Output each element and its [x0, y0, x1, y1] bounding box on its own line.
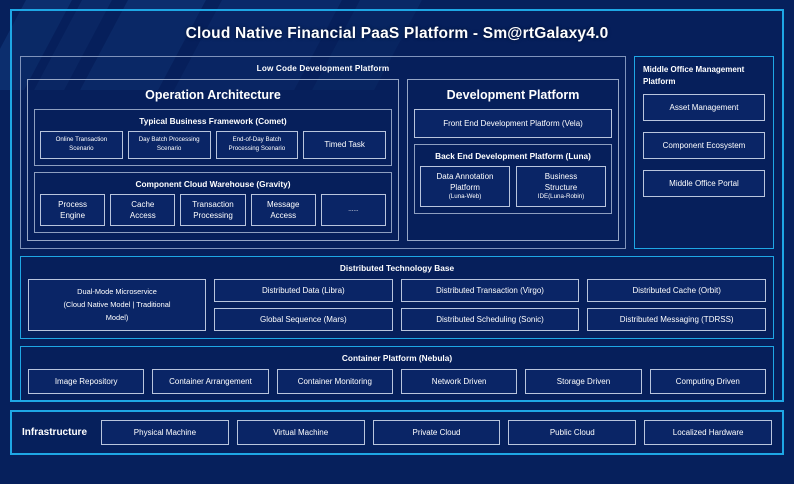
dtb-cell-distributed-data[interactable]: Distributed Data (Libra): [214, 279, 393, 303]
dtb-cell-global-sequence[interactable]: Global Sequence (Mars): [214, 308, 393, 332]
front-end-development-platform[interactable]: Front End Development Platform (Vela): [414, 109, 612, 138]
dtb-column-2: Distributed Transaction (Virgo) Distribu…: [400, 279, 580, 332]
container-platform-item-storage-driven[interactable]: Storage Driven: [525, 369, 642, 395]
typical-business-framework-group: Typical Business Framework (Comet) Onlin…: [34, 109, 392, 166]
middle-office-title: Middle Office Management Platform: [643, 65, 745, 86]
page-title: Cloud Native Financial PaaS Platform - S…: [185, 25, 609, 42]
development-platform-panel: Development Platform Front End Developme…: [407, 79, 619, 242]
typical-business-framework-title: Typical Business Framework (Comet): [139, 116, 287, 126]
distributed-technology-base-title: Distributed Technology Base: [339, 263, 455, 274]
operation-architecture-title: Operation Architecture: [145, 88, 281, 102]
infrastructure-item-private-cloud[interactable]: Private Cloud: [372, 420, 501, 445]
infrastructure-item-public-cloud[interactable]: Public Cloud: [508, 420, 637, 445]
middle-office-item-component-ecosystem[interactable]: Component Ecosystem: [643, 132, 765, 160]
chip-cache-access[interactable]: Cache Access: [110, 193, 176, 227]
chip-more-ellipsis[interactable]: ......: [320, 193, 387, 227]
container-platform-item-container-arrangement[interactable]: Container Arrangement: [152, 369, 269, 395]
chip-message-access[interactable]: Message Access: [250, 193, 316, 227]
chip-data-annotation-platform[interactable]: Data Annotation Platform (Luna-Web): [420, 166, 510, 208]
chip-process-engine[interactable]: Process Engine: [40, 193, 106, 227]
low-code-development-platform-panel: Low Code Development Platform Operation …: [20, 56, 626, 250]
back-end-development-platform-group: Back End Development Platform (Luna) Dat…: [414, 144, 612, 215]
back-end-development-platform-title: Back End Development Platform (Luna): [435, 151, 591, 161]
dtb-cell-distributed-messaging[interactable]: Distributed Messaging (TDRSS): [587, 308, 767, 332]
infrastructure-label: Infrastructure: [22, 427, 88, 438]
operation-architecture-panel: Operation Architecture Typical Business …: [27, 79, 399, 242]
chip-online-transaction-scenario[interactable]: Online Transaction Scenario: [40, 131, 123, 159]
top-region: Low Code Development Platform Operation …: [20, 56, 774, 250]
dtb-cell-distributed-transaction[interactable]: Distributed Transaction (Virgo): [400, 279, 580, 303]
middle-office-item-middle-office-portal[interactable]: Middle Office Portal: [643, 170, 765, 198]
dtb-column-3: Distributed Cache (Orbit) Distributed Me…: [587, 279, 767, 332]
middle-office-management-platform-panel: Middle Office Management Platform Asset …: [634, 56, 774, 250]
low-code-platform-caption: Low Code Development Platform: [256, 64, 390, 73]
component-cloud-warehouse-title: Component Cloud Warehouse (Gravity): [135, 178, 291, 189]
container-platform-item-container-monitoring[interactable]: Container Monitoring: [276, 369, 393, 395]
infrastructure-item-virtual-machine[interactable]: Virtual Machine: [236, 420, 365, 445]
dtb-column-1: Distributed Data (Libra) Global Sequence…: [214, 279, 393, 332]
container-platform-item-computing-driven[interactable]: Computing Driven: [649, 369, 766, 395]
chip-timed-task[interactable]: Timed Task: [303, 131, 386, 159]
dtb-dual-mode-microservice[interactable]: Dual-Mode Microservice (Cloud Native Mod…: [28, 279, 206, 332]
container-platform-item-network-driven[interactable]: Network Driven: [400, 369, 518, 395]
platform-main-frame: Cloud Native Financial PaaS Platform - S…: [10, 9, 784, 403]
chip-business-structure-ide[interactable]: Business Structure IDE(Luna-Robin): [516, 166, 606, 208]
chip-end-of-day-batch-processing-scenario[interactable]: End-of-Day Batch Processing Scenario: [215, 131, 299, 159]
development-platform-title: Development Platform: [446, 88, 580, 102]
dtb-cell-distributed-cache[interactable]: Distributed Cache (Orbit): [587, 279, 767, 303]
distributed-technology-base-band: Distributed Technology Base Dual-Mode Mi…: [20, 256, 774, 340]
container-platform-band: Container Platform (Nebula) Image Reposi…: [20, 346, 774, 403]
infrastructure-item-localized-hardware[interactable]: Localized Hardware: [644, 420, 772, 445]
component-cloud-warehouse-group: Component Cloud Warehouse (Gravity) Proc…: [34, 171, 392, 234]
container-platform-title: Container Platform (Nebula): [341, 353, 453, 364]
middle-office-item-asset-management[interactable]: Asset Management: [643, 94, 765, 122]
chip-day-batch-processing-scenario[interactable]: Day Batch Processing Scenario: [127, 131, 211, 159]
chip-transaction-processing[interactable]: Transaction Processing: [180, 193, 246, 227]
container-platform-item-image-repository[interactable]: Image Repository: [28, 369, 145, 395]
dtb-cell-distributed-scheduling[interactable]: Distributed Scheduling (Sonic): [400, 308, 580, 332]
infrastructure-item-physical-machine[interactable]: Physical Machine: [101, 420, 229, 445]
infrastructure-frame: Infrastructure Physical Machine Virtual …: [10, 410, 784, 455]
